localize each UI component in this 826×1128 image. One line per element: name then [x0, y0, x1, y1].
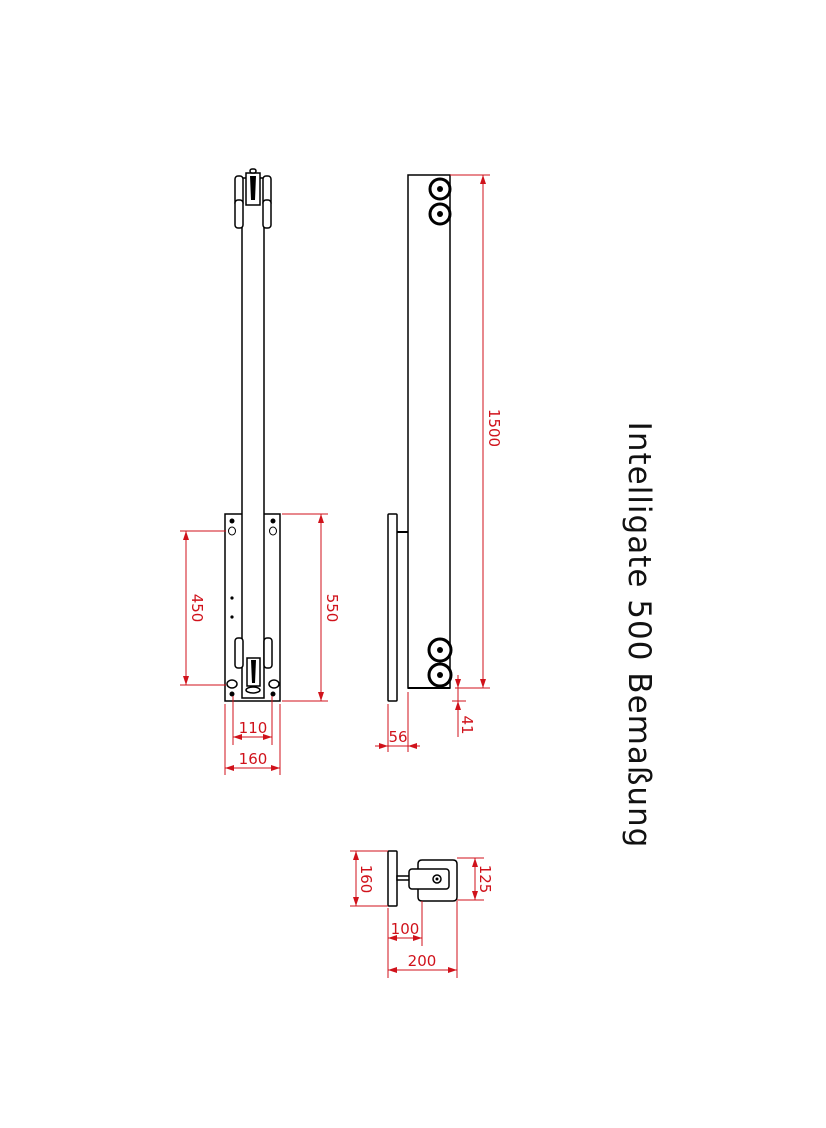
dimension-450: 450 — [180, 530, 226, 686]
dimension-200: 200 — [388, 901, 458, 978]
dim-160-top-label: 160 — [357, 865, 375, 894]
dim-550-label: 550 — [323, 594, 341, 623]
top-wheels — [428, 177, 452, 226]
column — [407, 174, 451, 689]
dimension-100: 100 — [387, 901, 423, 978]
dimension-160-top: 160 — [350, 850, 388, 907]
bottom-wheels — [427, 637, 453, 688]
top-view: 160 125 100 200 — [350, 850, 494, 978]
column — [241, 177, 265, 699]
dimension-1500: 1500 — [450, 174, 503, 689]
dim-450-label: 450 — [188, 594, 206, 623]
front-view: 450 550 110 160 — [180, 168, 341, 775]
dimension-56: 56 — [375, 692, 420, 752]
dim-56-label: 56 — [388, 728, 407, 746]
dim-110-label: 110 — [239, 719, 268, 737]
side-view: 1500 56 41 — [375, 174, 503, 752]
dim-160-label: 160 — [239, 750, 268, 768]
dimension-160: 160 — [224, 704, 281, 775]
dimension-550: 550 — [282, 513, 341, 702]
plate-holes — [228, 518, 277, 697]
bottom-trolley — [226, 637, 280, 694]
dimension-110: 110 — [232, 696, 273, 745]
top-trolley — [234, 168, 272, 229]
mounting-plate — [387, 850, 398, 907]
dim-1500-label: 1500 — [485, 409, 503, 447]
dimension-41: 41 — [452, 675, 476, 737]
dim-100-label: 100 — [391, 920, 420, 938]
dim-200-label: 200 — [408, 952, 437, 970]
trolley-body — [408, 868, 450, 890]
mounting-plate — [387, 513, 398, 702]
arm — [396, 875, 411, 881]
drawing-title: Intelligate 500 Bemaßung — [621, 422, 657, 849]
dim-41-label: 41 — [458, 715, 476, 734]
dim-125-label: 125 — [476, 865, 494, 894]
dimension-125: 125 — [457, 857, 494, 901]
